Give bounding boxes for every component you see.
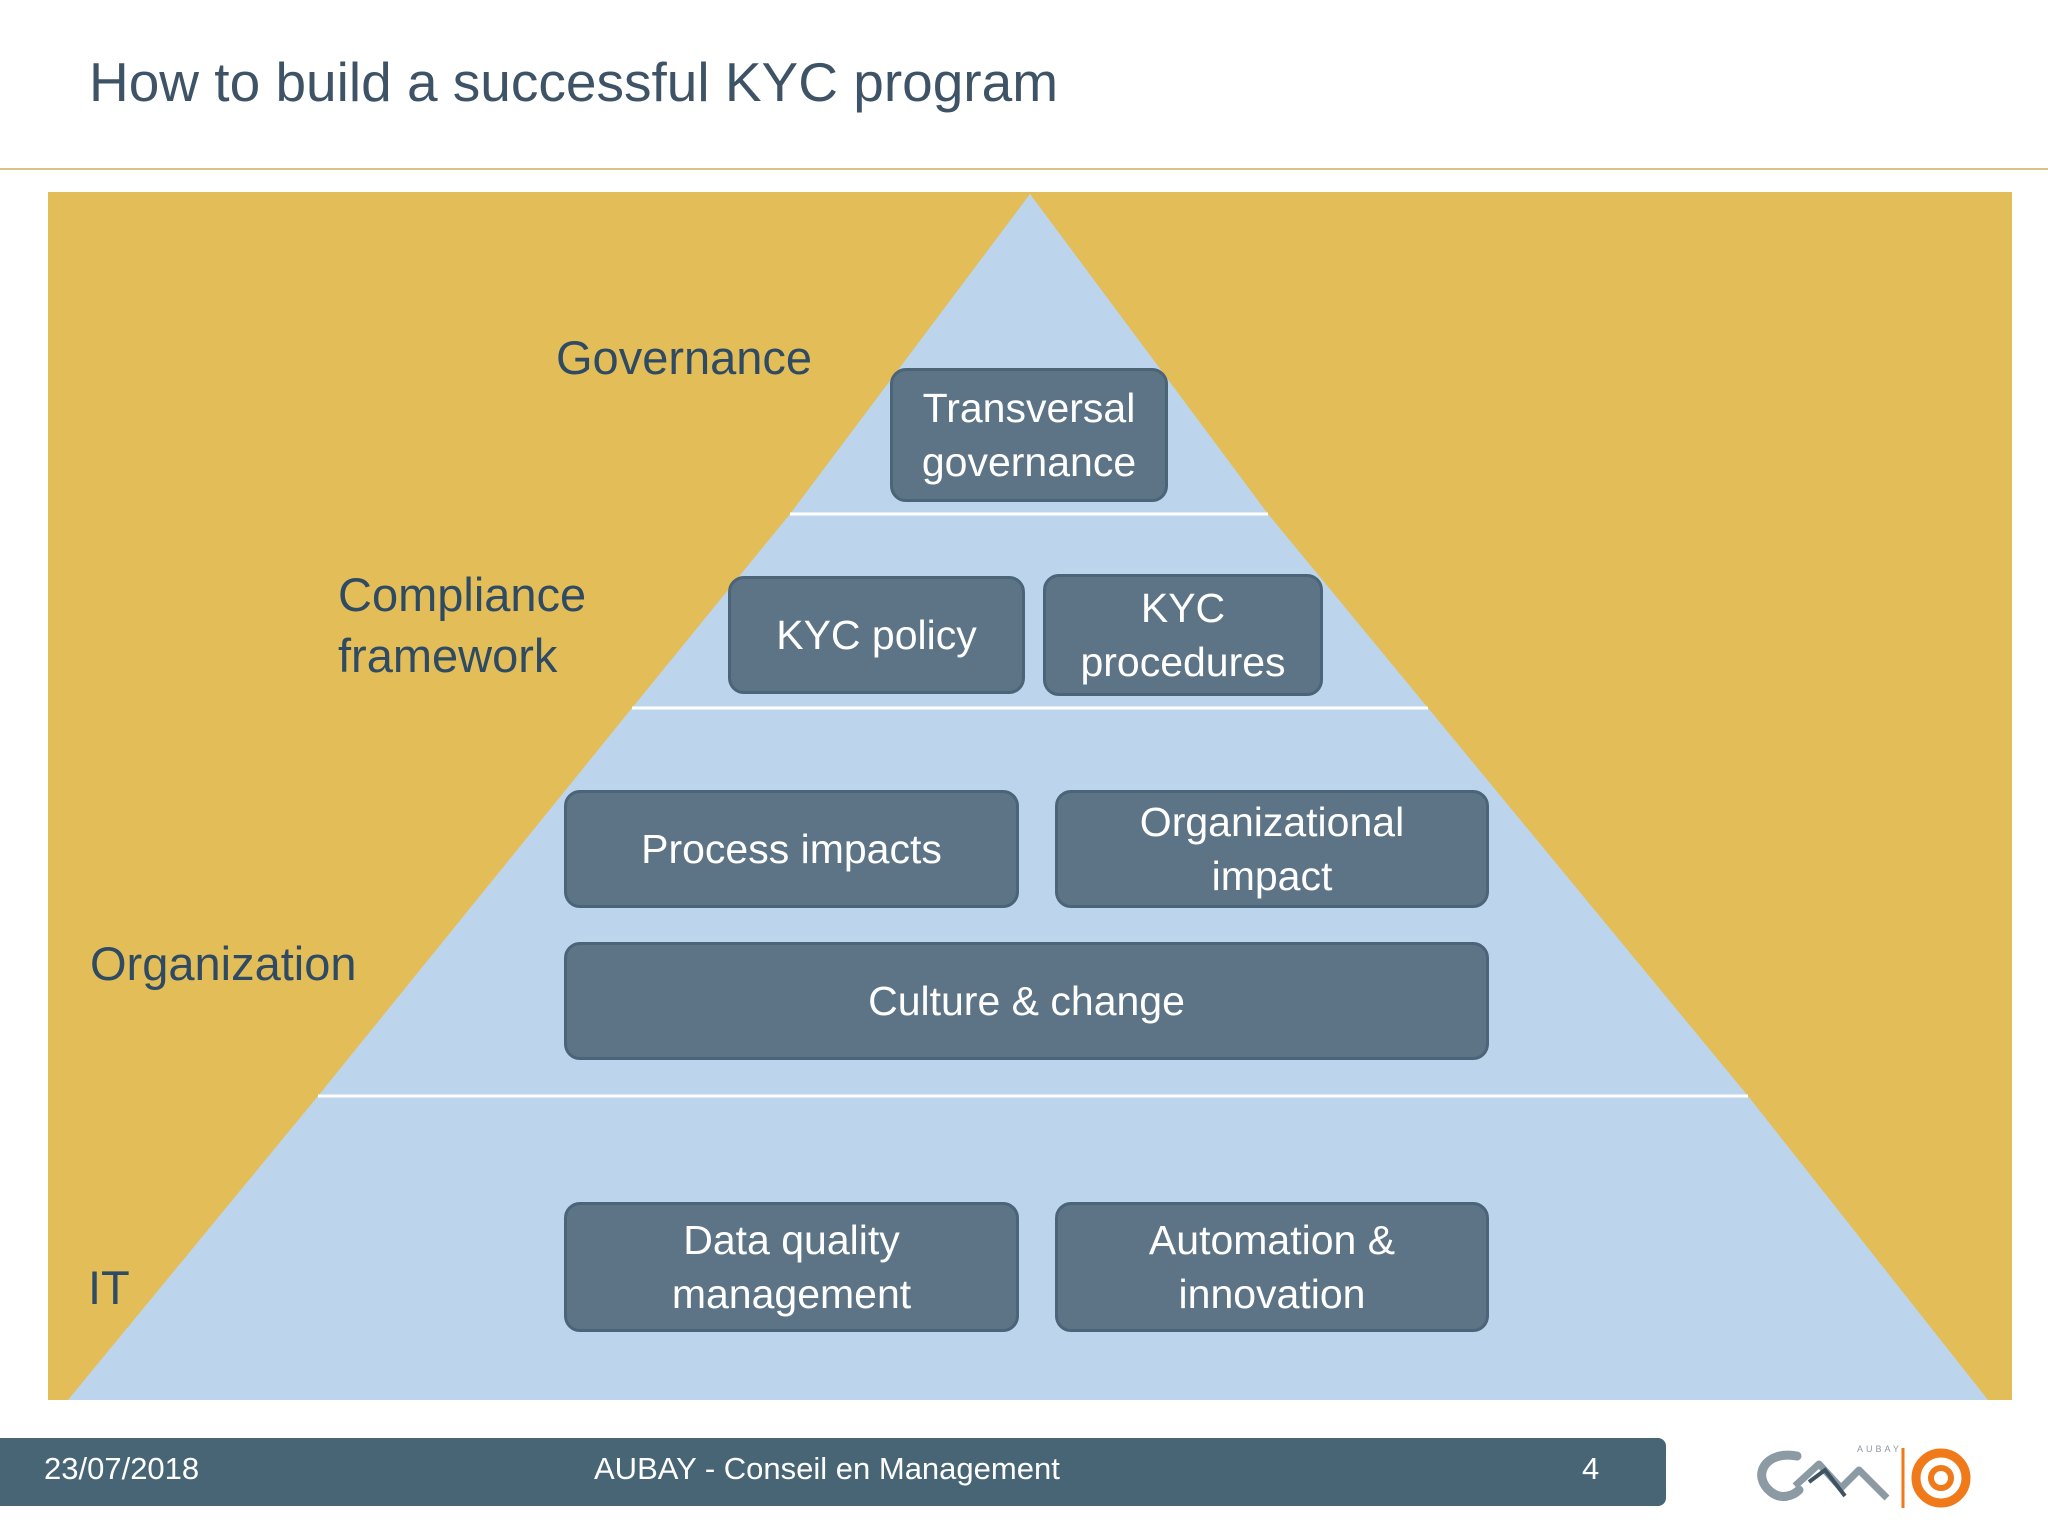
footer-page-number: 4 [1582, 1451, 1600, 1486]
box-label: KYC policy [776, 612, 977, 658]
box-culture-change: Culture & change [564, 942, 1489, 1060]
footer-bar [0, 1438, 1666, 1506]
layer-label-compliance: Compliance framework [338, 564, 638, 686]
box-kyc-procedures: KYC procedures [1043, 574, 1323, 696]
box-label: KYC procedures [1080, 585, 1286, 685]
slide-title: How to build a successful KYC program [89, 51, 1059, 113]
layer-label-organization: Organization [90, 937, 357, 990]
box-label: Organizational impact [1139, 799, 1405, 899]
footer-company: AUBAY - Conseil en Management [594, 1451, 1060, 1486]
pyramid-tier-it [68, 1096, 1988, 1400]
title-divider [0, 168, 2048, 170]
box-automation-innovation: Automation & innovation [1055, 1202, 1489, 1332]
layer-label-it: IT [88, 1261, 130, 1314]
logo-wordmark: AUBAY [1857, 1444, 1902, 1454]
diagram-panel: Governance Compliance framework Organiza… [48, 192, 2012, 1400]
layer-label-governance: Governance [556, 331, 813, 384]
layer-label-compliance-text: Compliance framework [338, 568, 587, 682]
box-data-quality-management: Data quality management [564, 1202, 1019, 1332]
box-process-impacts: Process impacts [564, 790, 1019, 908]
box-label: Data quality management [671, 1217, 912, 1317]
box-kyc-policy: KYC policy [728, 576, 1025, 694]
footer-date: 23/07/2018 [44, 1451, 200, 1486]
box-label: Culture & change [868, 978, 1185, 1024]
aubay-logo-icon: AUBAY [1757, 1444, 1971, 1508]
box-label: Automation & innovation [1148, 1217, 1396, 1317]
box-transversal-governance: Transversal governance [890, 368, 1168, 502]
box-label: Transversal governance [921, 385, 1137, 485]
box-organizational-impact: Organizational impact [1055, 790, 1489, 908]
box-label: Process impacts [641, 826, 942, 872]
